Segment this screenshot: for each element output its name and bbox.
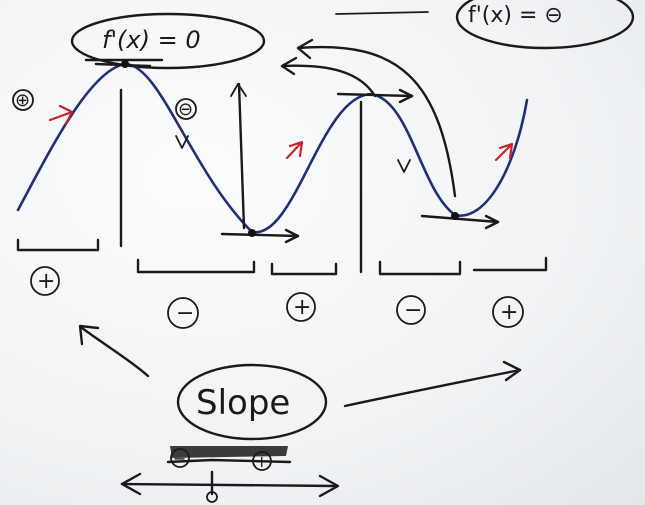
function-curve <box>16 62 529 234</box>
number-line-sign-minus: − <box>173 449 186 468</box>
interval-sign-1: + <box>30 266 60 296</box>
interval-sign-4: − <box>396 295 426 325</box>
minus-sign-first-fall: ⊖ <box>175 98 197 120</box>
interval-bracket-5 <box>472 256 548 272</box>
min-point-2 <box>451 212 459 220</box>
slope-arrow-left <box>80 326 150 378</box>
number-line-sign-block: − + <box>166 446 292 471</box>
negative-derivative-note: f'(x) = ⊖ <box>455 0 635 50</box>
descending-arrowhead-left <box>175 135 189 149</box>
long-arc-arrow <box>296 45 457 198</box>
descending-arrowhead-right <box>397 159 411 173</box>
min-point-1 <box>248 229 256 237</box>
interval-bracket-4 <box>378 260 462 276</box>
slope-arrow-right-head <box>502 360 522 382</box>
number-line-right-arrow <box>318 474 340 498</box>
number-line-left-arrow <box>120 472 142 496</box>
interval-sign-4-text: − <box>404 298 422 323</box>
sign-minus-first-fall-text: ⊖ <box>178 99 193 120</box>
upper-arc-arrow <box>280 64 377 98</box>
long-arc-arrowhead <box>296 38 314 60</box>
slope-arrow-right <box>343 368 522 408</box>
tangent-min-1 <box>220 232 300 238</box>
derivative-zero-label: f'(x) = 0 <box>70 12 266 70</box>
interval-sign-5-text: + <box>500 300 518 325</box>
increasing-arrow-1 <box>48 104 74 126</box>
divider-line-2 <box>237 82 246 230</box>
tangent-min-2-arrowhead <box>484 214 500 230</box>
divider-line-2-arrowhead <box>230 83 247 97</box>
increasing-arrow-3 <box>494 142 514 162</box>
number-line <box>120 482 338 488</box>
interval-bracket-3 <box>270 262 338 276</box>
interval-sign-3: + <box>286 292 316 322</box>
top-stroke <box>335 11 429 15</box>
tangent-min-1-arrowhead <box>284 228 300 244</box>
interval-sign-1-text: + <box>37 269 55 294</box>
increasing-arrow-2 <box>285 140 304 160</box>
derivative-equation-text: f'(x) = 0 <box>102 26 201 54</box>
interval-bracket-2 <box>136 258 256 274</box>
number-line-zero-mark <box>206 491 218 503</box>
tangent-max-2-arrowhead <box>398 88 414 104</box>
upper-arc-arrowhead <box>280 56 298 76</box>
interval-bracket-1 <box>16 238 100 252</box>
interval-sign-5: + <box>492 296 524 328</box>
interval-sign-3-text: + <box>293 295 311 320</box>
negative-derivative-note-text: f'(x) = ⊖ <box>468 3 563 28</box>
number-line-sign-plus: + <box>255 452 268 471</box>
slope-label-text: Slope <box>196 383 290 423</box>
interval-sign-2: − <box>167 297 199 329</box>
plus-sign-top-left: ⊕ <box>12 89 34 111</box>
slope-arrow-left-head <box>78 324 100 346</box>
slope-label: Slope <box>176 363 328 441</box>
interval-sign-2-text: − <box>176 301 194 326</box>
sign-top-left-text: ⊕ <box>15 90 30 111</box>
max-point-1 <box>121 60 129 68</box>
tangent-min-2 <box>420 214 500 224</box>
